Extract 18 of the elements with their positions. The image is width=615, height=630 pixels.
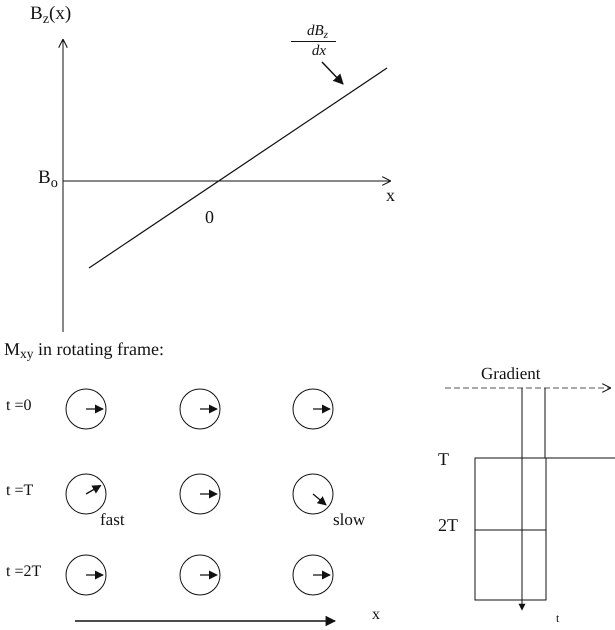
diagram-label: B$_{z}$(x) <box>30 4 72 23</box>
diagram-label: B$_{o}$ <box>38 168 58 187</box>
numerator-text: dB$_{z}$ <box>290 22 336 42</box>
diagram-label: t <box>556 612 560 624</box>
leader-arrow <box>321 61 344 85</box>
field-line <box>88 68 388 268</box>
diagram-label: T <box>438 450 449 468</box>
diagram-label: fast <box>100 511 125 528</box>
denominator-text: dx <box>312 42 327 60</box>
diagram-label: slow <box>333 511 366 528</box>
diagram-label: x <box>372 607 380 623</box>
diagram-label: t =T <box>6 483 34 499</box>
diagram-label: t =2T <box>6 564 42 580</box>
diagram-label: 2T <box>438 516 458 534</box>
diagram-label: Gradient <box>481 365 540 382</box>
diagram-label: t =0 <box>6 398 32 414</box>
diagram-label: x <box>386 186 395 204</box>
diagram-label: 0 <box>205 208 214 226</box>
